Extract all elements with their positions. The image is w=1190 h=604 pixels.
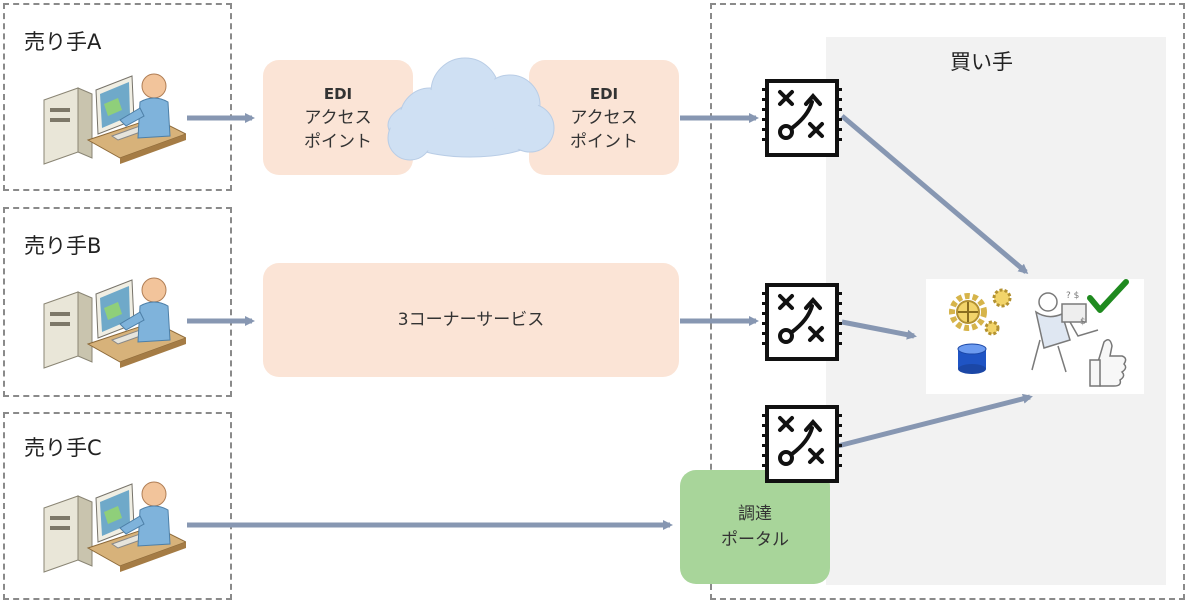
edi-right-line1: EDI	[589, 84, 619, 103]
database-icon	[957, 343, 987, 374]
gear-icon	[949, 288, 1012, 336]
computer-user-icon	[43, 277, 186, 369]
three-corner-label: 3コーナーサービス	[397, 310, 545, 330]
edi-right-line3: ポイント	[570, 131, 638, 152]
seller-c-label: 売り手C	[24, 436, 102, 460]
edi-left-line1: EDI	[323, 84, 353, 103]
procurement-portal-box: 調達 ポータル	[680, 470, 830, 584]
computer-user-icon	[43, 73, 186, 165]
seller-a-box	[3, 3, 232, 191]
arrow-map-1-to-system	[840, 114, 1029, 274]
arrow-map-3-to-system	[829, 393, 1033, 451]
three-corner-service-box: 3コーナーサービス	[263, 263, 679, 377]
seller-b-box	[3, 207, 232, 397]
seller-b-label: 売り手B	[24, 234, 102, 258]
office-worker-sketch: ? $ $	[1031, 291, 1099, 373]
portal-line1: 調達	[738, 504, 772, 524]
computer-user-icon	[43, 481, 186, 573]
buyer-box	[710, 3, 1185, 600]
portal-line2: ポータル	[721, 530, 789, 550]
edi-access-point-left: EDI アクセス ポイント	[263, 60, 413, 175]
thumbs-up-icon	[1089, 339, 1127, 387]
edi-access-point-right: EDI アクセス ポイント	[529, 60, 679, 175]
edi-left-line2: アクセス	[304, 107, 372, 128]
buyer-label: 買い手	[950, 50, 1013, 74]
edi-right-line2: アクセス	[570, 107, 638, 128]
arrow-map-2-to-system	[841, 319, 917, 340]
seller-a-label: 売り手A	[24, 30, 102, 54]
seller-c-box	[3, 412, 232, 600]
checkmark-icon	[1087, 279, 1129, 313]
edi-left-line3: ポイント	[304, 131, 372, 152]
svg-text:$: $	[1080, 317, 1086, 327]
svg-text:? $: ? $	[1066, 291, 1079, 301]
